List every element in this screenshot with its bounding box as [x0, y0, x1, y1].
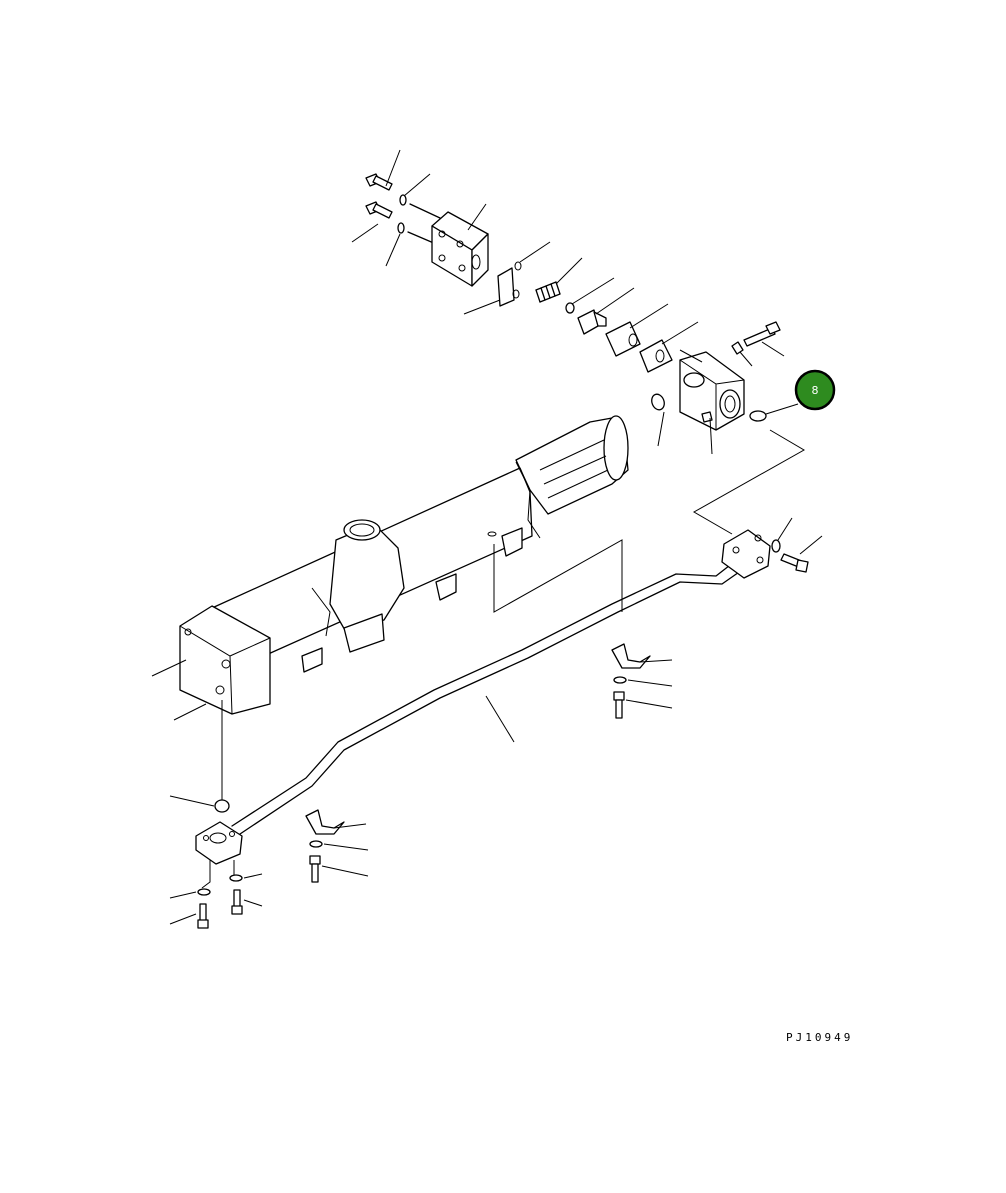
callout-label: 8 [812, 384, 819, 397]
upper-bolt-set [351, 149, 441, 267]
hydraulic-tube [169, 517, 823, 889]
pump-housing [651, 349, 806, 535]
callout-circle [794, 369, 836, 411]
gasket-and-spring [463, 241, 699, 373]
callout-8: 8 [794, 369, 836, 411]
steering-cylinder [151, 415, 629, 721]
valve-block [431, 203, 489, 287]
tube-clamps [169, 643, 673, 929]
pump-bolt [731, 321, 785, 367]
drawing-code: PJ10949 [786, 1031, 854, 1044]
